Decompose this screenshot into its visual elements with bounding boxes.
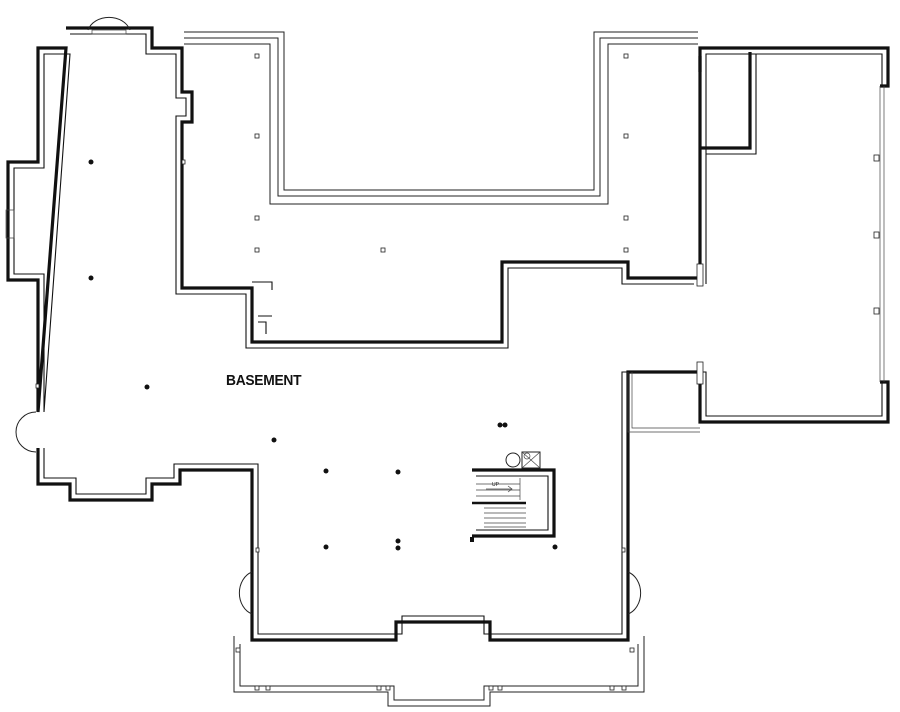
garage-wall (698, 52, 757, 155)
small-posts (35, 53, 629, 553)
room-label-basement: BASEMENT (226, 372, 302, 389)
stair-direction-label: UP (492, 482, 499, 488)
exterior-wall (6, 26, 890, 642)
mechanical-equipment (505, 451, 541, 469)
support-columns (88, 159, 558, 551)
staircase (470, 468, 556, 542)
bay-windows (5, 16, 642, 615)
courtyard-outline (184, 31, 700, 433)
garage-openings (696, 86, 885, 385)
wall-notch (252, 281, 273, 334)
front-porch (233, 636, 645, 707)
